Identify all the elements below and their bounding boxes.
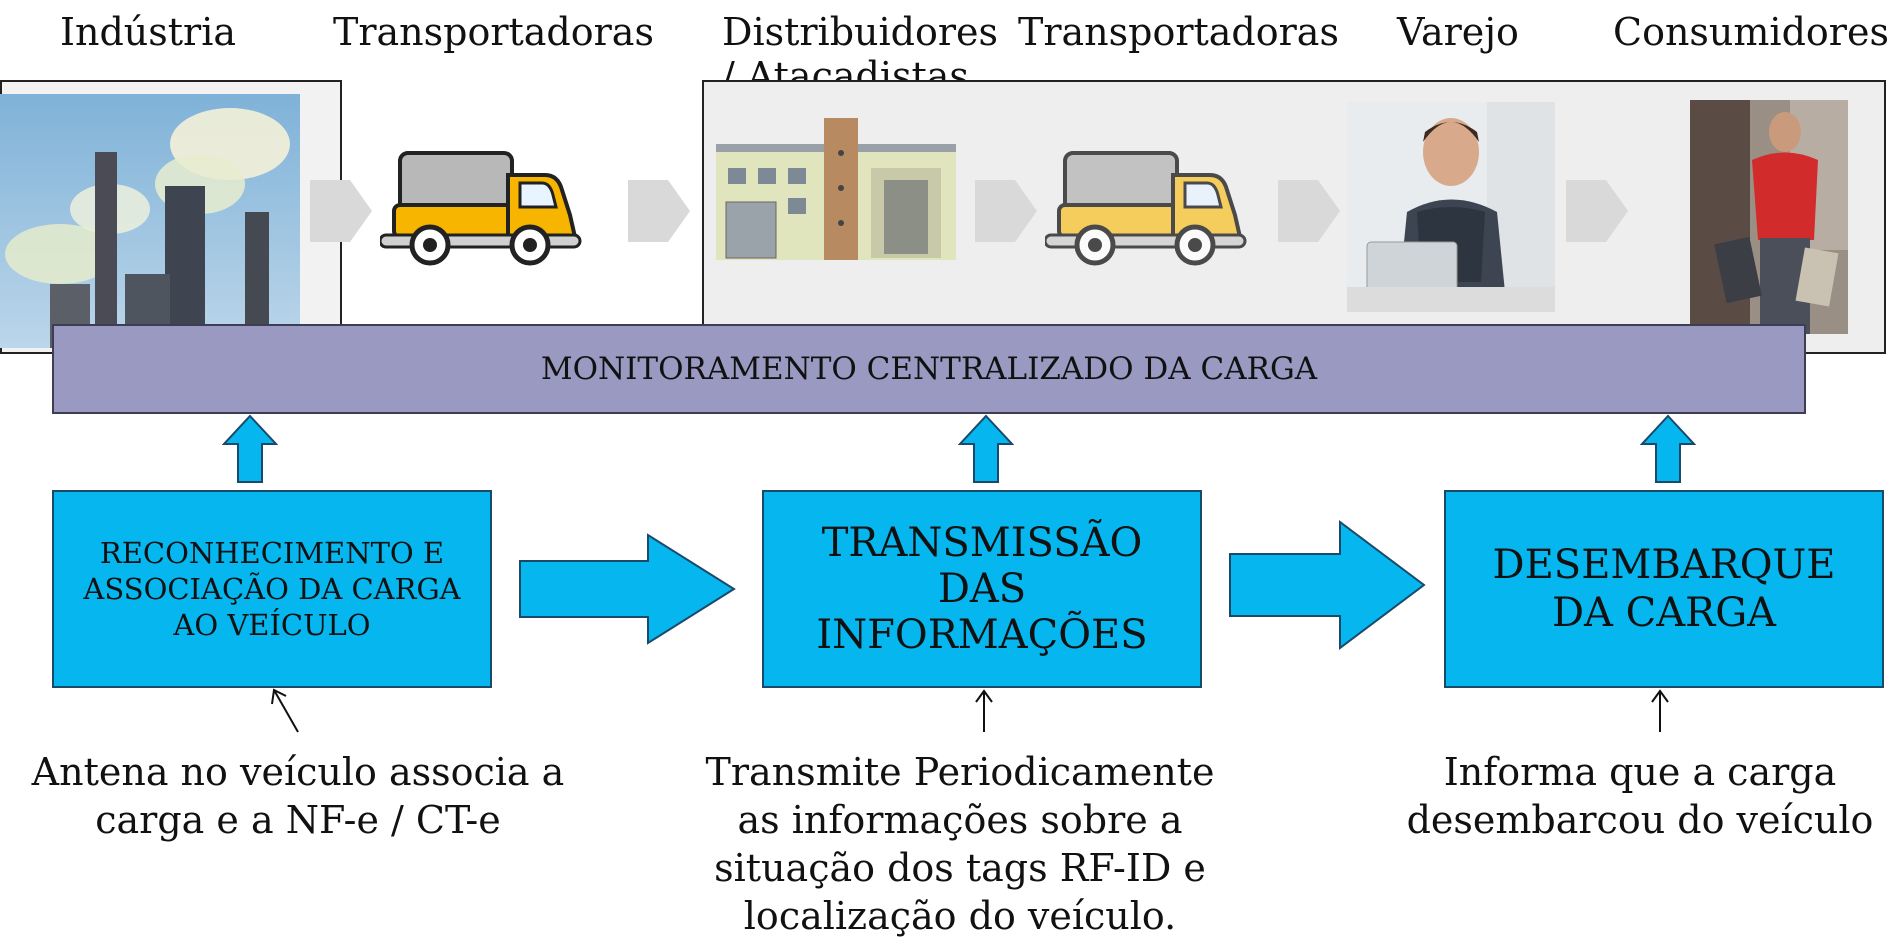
flow-chevron-2: [628, 180, 690, 242]
stage-label-distribuidores: Distribuidores / Atacadistas: [722, 10, 999, 98]
stage-label-transportadoras-2: Transportadoras: [1018, 10, 1339, 54]
yellow-truck-icon: [1045, 151, 1247, 266]
caption-transmission: Transmite Periodicamente as informações …: [705, 750, 1215, 938]
stage-label-industria: Indústria: [60, 10, 237, 54]
right-arrow-icon: [1229, 520, 1426, 650]
stage-label-transportadoras-1: Transportadoras: [333, 10, 654, 54]
process-box-transmission: TRANSMISSÃO DAS INFORMAÇÕES: [762, 490, 1202, 688]
factory-chimneys-photo: [0, 94, 300, 348]
process-box-transmission-label: TRANSMISSÃO DAS INFORMAÇÕES: [816, 520, 1148, 658]
pointer-arrow-icon: [271, 688, 299, 733]
up-arrow-icon: [1640, 414, 1696, 483]
flow-chevron-5: [1566, 180, 1628, 242]
shopper-photo: [1690, 100, 1848, 334]
flow-chevron-1: [310, 180, 372, 242]
central-monitoring-band: MONITORAMENTO CENTRALIZADO DA CARGA: [52, 324, 1806, 414]
cashier-photo: [1347, 102, 1555, 312]
process-box-unloading-label: DESEMBARQUE DA CARGA: [1492, 542, 1836, 636]
process-box-unloading: DESEMBARQUE DA CARGA: [1444, 490, 1884, 688]
caption-antenna: Antena no veículo associa a carga e a NF…: [31, 750, 565, 842]
right-arrow-icon: [519, 533, 736, 645]
flow-chevron-4: [1278, 180, 1340, 242]
yellow-truck-icon: [380, 151, 582, 266]
process-box-recognition: RECONHECIMENTO E ASSOCIAÇÃO DA CARGA AO …: [52, 490, 492, 688]
caption-unloading: Informa que a carga desembarcou do veícu…: [1406, 750, 1874, 842]
central-monitoring-label: MONITORAMENTO CENTRALIZADO DA CARGA: [540, 351, 1318, 387]
stage-label-consumidores: Consumidores: [1613, 10, 1889, 54]
flow-chevron-3: [975, 180, 1037, 242]
up-arrow-icon: [958, 414, 1014, 483]
pointer-arrow-icon: [1651, 689, 1669, 732]
warehouse-building-icon: [716, 118, 956, 260]
pointer-arrow-icon: [975, 689, 993, 732]
up-arrow-icon: [222, 414, 278, 483]
stage-label-varejo: Varejo: [1397, 10, 1519, 54]
process-box-recognition-label: RECONHECIMENTO E ASSOCIAÇÃO DA CARGA AO …: [83, 536, 461, 642]
